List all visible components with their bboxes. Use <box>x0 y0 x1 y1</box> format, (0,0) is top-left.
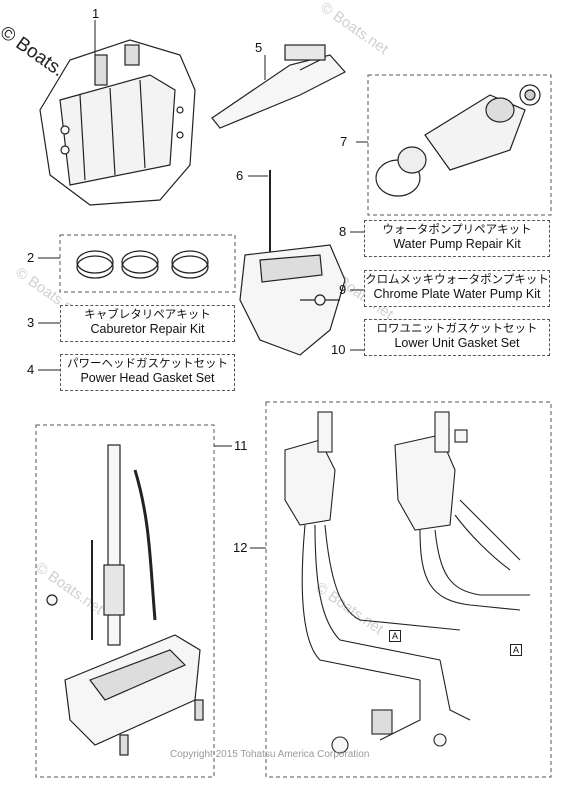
chrome-plate-water-pump-label: クロムメッキウォータポンプキット Chrome Plate Water Pump… <box>364 270 550 307</box>
water-pump-repair-kit-en: Water Pump Repair Kit <box>393 237 521 251</box>
water-pump-parts <box>375 84 541 197</box>
callout-1: 1 <box>92 6 100 21</box>
harness-letter-a: A <box>389 630 402 642</box>
part7-box <box>367 74 552 216</box>
lower-unit-gasket-label: ロワユニットガスケットセット Lower Unit Gasket Set <box>364 319 550 356</box>
callout-6: 6 <box>236 168 244 183</box>
piston-rings <box>76 250 209 279</box>
power-head-block <box>39 39 196 206</box>
callout-2: 2 <box>27 250 35 265</box>
harness-letter-a: A <box>510 644 523 656</box>
callout-3: 3 <box>27 315 35 330</box>
chrome-plate-water-pump-jp: クロムメッキウォータポンプキット <box>365 272 549 286</box>
power-head-gasket-jp: パワーヘッドガスケットセット <box>67 356 228 370</box>
lower-unit-gasket-en: Lower Unit Gasket Set <box>394 336 520 350</box>
lower-unit <box>239 170 346 356</box>
callout-9: 9 <box>339 282 347 297</box>
part12-box <box>265 401 552 778</box>
callout-8: 8 <box>339 224 347 239</box>
callout-10: 10 <box>331 342 346 357</box>
part2-box <box>59 234 236 293</box>
power-head-gasket-en: Power Head Gasket Set <box>80 371 215 385</box>
water-pump-repair-kit-jp: ウォータポンプリペアキット <box>382 222 532 236</box>
remote-control-harness <box>284 411 530 754</box>
driveshaft-kit <box>46 444 204 756</box>
copyright-notice: Copyright 2015 Tohatsu America Corporati… <box>170 749 370 760</box>
callout-5: 5 <box>255 40 263 55</box>
caburetor-repair-kit-label: キャブレタリペアキット Caburetor Repair Kit <box>60 305 235 342</box>
caburetor-repair-kit-en: Caburetor Repair Kit <box>90 322 205 336</box>
power-head-gasket-label: パワーヘッドガスケットセット Power Head Gasket Set <box>60 354 235 391</box>
water-pump-repair-kit-label: ウォータポンプリペアキット Water Pump Repair Kit <box>364 220 550 257</box>
lower-unit-gasket-jp: ロワユニットガスケットセット <box>376 321 538 335</box>
drive-shaft-housing <box>211 44 346 129</box>
callout-11: 11 <box>234 438 248 453</box>
caburetor-repair-kit-jp: キャブレタリペアキット <box>84 307 211 321</box>
part11-box <box>35 424 215 778</box>
chrome-plate-water-pump-en: Chrome Plate Water Pump Kit <box>373 287 541 301</box>
callout-4: 4 <box>27 362 35 377</box>
callout-12: 12 <box>233 540 248 555</box>
callout-7: 7 <box>340 134 348 149</box>
